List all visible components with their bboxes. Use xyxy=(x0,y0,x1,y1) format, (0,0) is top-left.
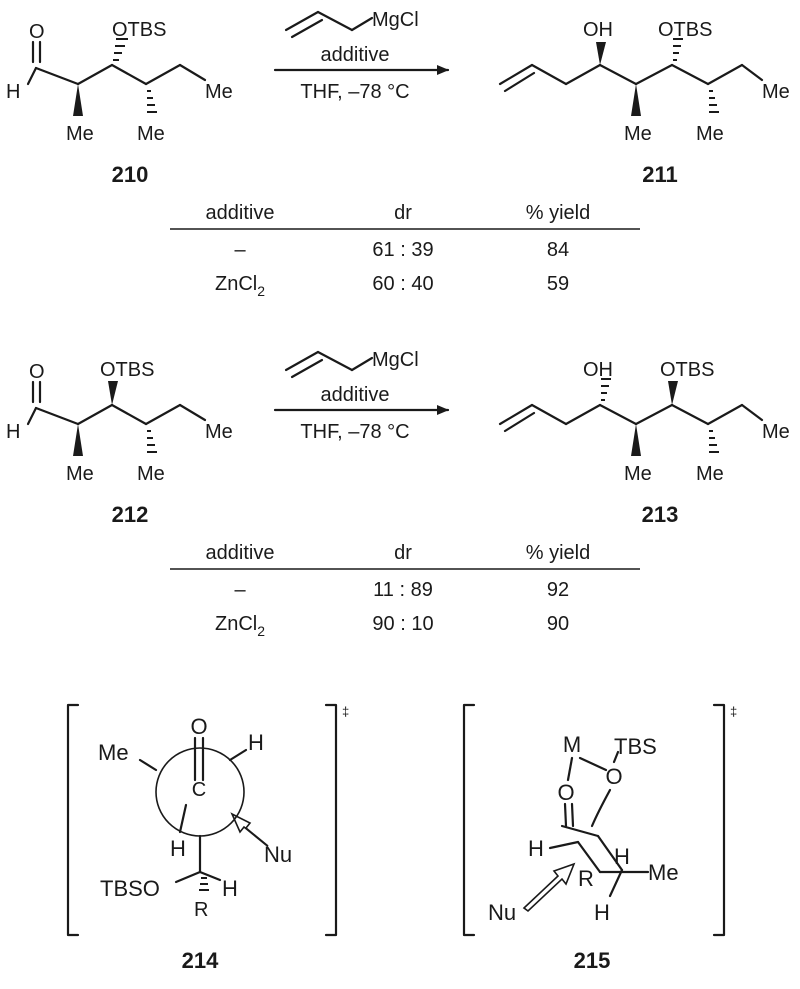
ts-214-me: Me xyxy=(98,740,129,765)
table-2-row-2-yield: 90 xyxy=(547,613,569,635)
substrate-212-otbs: OTBS xyxy=(100,359,154,381)
table-1-row-1-yield: 84 xyxy=(547,239,569,261)
table-2-row-2-additive-base: ZnCl xyxy=(215,613,257,635)
nucleophile-arrow-215 xyxy=(522,862,576,913)
product-211-me-2: Me xyxy=(696,123,724,145)
table-2-header-yield: % yield xyxy=(526,542,590,564)
product-211-me-1: Me xyxy=(624,123,652,145)
table-1-row-2-additive: ZnCl2 xyxy=(215,273,265,299)
table-1-row-1-additive: – xyxy=(234,239,246,261)
product-211-otbs: OTBS xyxy=(658,19,712,41)
table-2-row-2-additive-sub: 2 xyxy=(257,623,265,639)
table-1-header-additive: additive xyxy=(206,202,275,224)
table-1-row-2-yield: 59 xyxy=(547,273,569,295)
results-table-2: additive dr % yield – 11 : 89 92 ZnCl2 9… xyxy=(170,542,640,639)
condition-additive-2: additive xyxy=(321,384,390,406)
table-1-row-2-additive-sub: 2 xyxy=(257,283,265,299)
table-2-header-additive: additive xyxy=(206,542,275,564)
product-211-structure xyxy=(498,38,764,116)
ts-214-h-1: H xyxy=(248,730,264,755)
substrate-210-me-1: Me xyxy=(66,123,94,145)
condition-solvent-1: THF, –78 °C xyxy=(300,81,409,103)
substrate-212-me-2: Me xyxy=(137,463,165,485)
results-table-1: additive dr % yield – 61 : 39 84 ZnCl2 6… xyxy=(170,202,640,299)
ts-215-h-3: H xyxy=(594,900,610,925)
ts-215-r: R xyxy=(578,866,594,891)
ts-214-h-3: H xyxy=(222,876,238,901)
ts-214-dagger: ‡ xyxy=(342,704,349,719)
substrate-210-label: 210 xyxy=(112,162,149,187)
ts-215-me: Me xyxy=(648,860,679,885)
ts-214-tbso: TBSO xyxy=(100,876,160,901)
table-2-row-2-dr: 90 : 10 xyxy=(372,613,433,635)
product-211-oh: OH xyxy=(583,19,613,41)
product-213-structure xyxy=(498,378,764,456)
reagent-allyl-1 xyxy=(284,10,374,39)
substrate-212-o: O xyxy=(29,361,45,383)
nucleophile-arrow-214 xyxy=(230,812,269,847)
ts-215-label: 215 xyxy=(574,948,611,973)
table-1-header-yield: % yield xyxy=(526,202,590,224)
table-1-row-2-dr: 60 : 40 xyxy=(372,273,433,295)
ts-215-bracket-right xyxy=(712,703,726,937)
ts-215-o-2: O xyxy=(605,764,622,789)
ts-214-h-2: H xyxy=(170,836,186,861)
ts-215-h-1: H xyxy=(528,836,544,861)
substrate-210-me-2: Me xyxy=(137,123,165,145)
transition-state-214: ‡ O C Me H H TBSO R H Nu 214 xyxy=(66,703,349,973)
condition-solvent-2: THF, –78 °C xyxy=(300,421,409,443)
ts-215-bracket-left xyxy=(462,703,476,937)
condition-additive-1: additive xyxy=(321,44,390,66)
ts-215-nu: Nu xyxy=(488,900,516,925)
product-213-otbs: OTBS xyxy=(660,359,714,381)
ts-214-bracket-left xyxy=(66,703,80,937)
table-1-row-2-additive-base: ZnCl xyxy=(215,273,257,295)
substrate-212-label: 212 xyxy=(112,502,149,527)
ts-214-label: 214 xyxy=(182,948,219,973)
table-1-header-dr: dr xyxy=(394,202,412,224)
product-211-label: 211 xyxy=(642,162,678,187)
substrate-212-h: H xyxy=(6,421,20,443)
substrate-210-me-3: Me xyxy=(205,81,233,103)
table-1-row-1-dr: 61 : 39 xyxy=(372,239,433,261)
table-2-header-dr: dr xyxy=(394,542,412,564)
table-2-row-2-additive: ZnCl2 xyxy=(215,613,265,639)
product-213-me-2: Me xyxy=(696,463,724,485)
substrate-212-me-1: Me xyxy=(66,463,94,485)
reagent-mgcl-1: MgCl xyxy=(372,9,419,31)
ts-214-r: R xyxy=(194,899,208,921)
substrate-210-structure xyxy=(26,38,207,116)
product-211-me-3: Me xyxy=(762,81,790,103)
product-213-me-3: Me xyxy=(762,421,790,443)
product-213-me-1: Me xyxy=(624,463,652,485)
table-2-row-1-yield: 92 xyxy=(547,579,569,601)
substrate-212-me-3: Me xyxy=(205,421,233,443)
table-2-row-1-additive: – xyxy=(234,579,246,601)
substrate-212-structure xyxy=(26,380,207,456)
product-213-oh: OH xyxy=(583,359,613,381)
ts-214-carbon: C xyxy=(192,779,206,801)
ts-214-carbonyl-o: O xyxy=(190,714,207,739)
table-2-row-1-dr: 11 : 89 xyxy=(373,579,433,601)
reaction-1: O H OTBS Me Me Me 210 MgCl additive THF,… xyxy=(6,9,790,299)
reagent-mgcl-2: MgCl xyxy=(372,349,419,371)
ts-215-o-1: O xyxy=(557,780,574,805)
substrate-210-h: H xyxy=(6,81,20,103)
substrate-210-otbs: OTBS xyxy=(112,19,166,41)
ts-214-nu: Nu xyxy=(264,842,292,867)
ts-215-h-2: H xyxy=(614,844,630,869)
transition-state-215: ‡ M TBS O O H R H Me H Nu 215 xyxy=(462,703,737,973)
substrate-210-o: O xyxy=(29,21,45,43)
ts-214-bracket-right xyxy=(324,703,338,937)
product-213-label: 213 xyxy=(642,502,679,527)
ts-215-tbs: TBS xyxy=(614,734,657,759)
reaction-2: O H OTBS Me Me Me 212 MgCl additive THF,… xyxy=(6,349,790,639)
ts-215-dagger: ‡ xyxy=(730,704,737,719)
ts-215-metal: M xyxy=(563,732,581,757)
reagent-allyl-2 xyxy=(284,350,374,379)
